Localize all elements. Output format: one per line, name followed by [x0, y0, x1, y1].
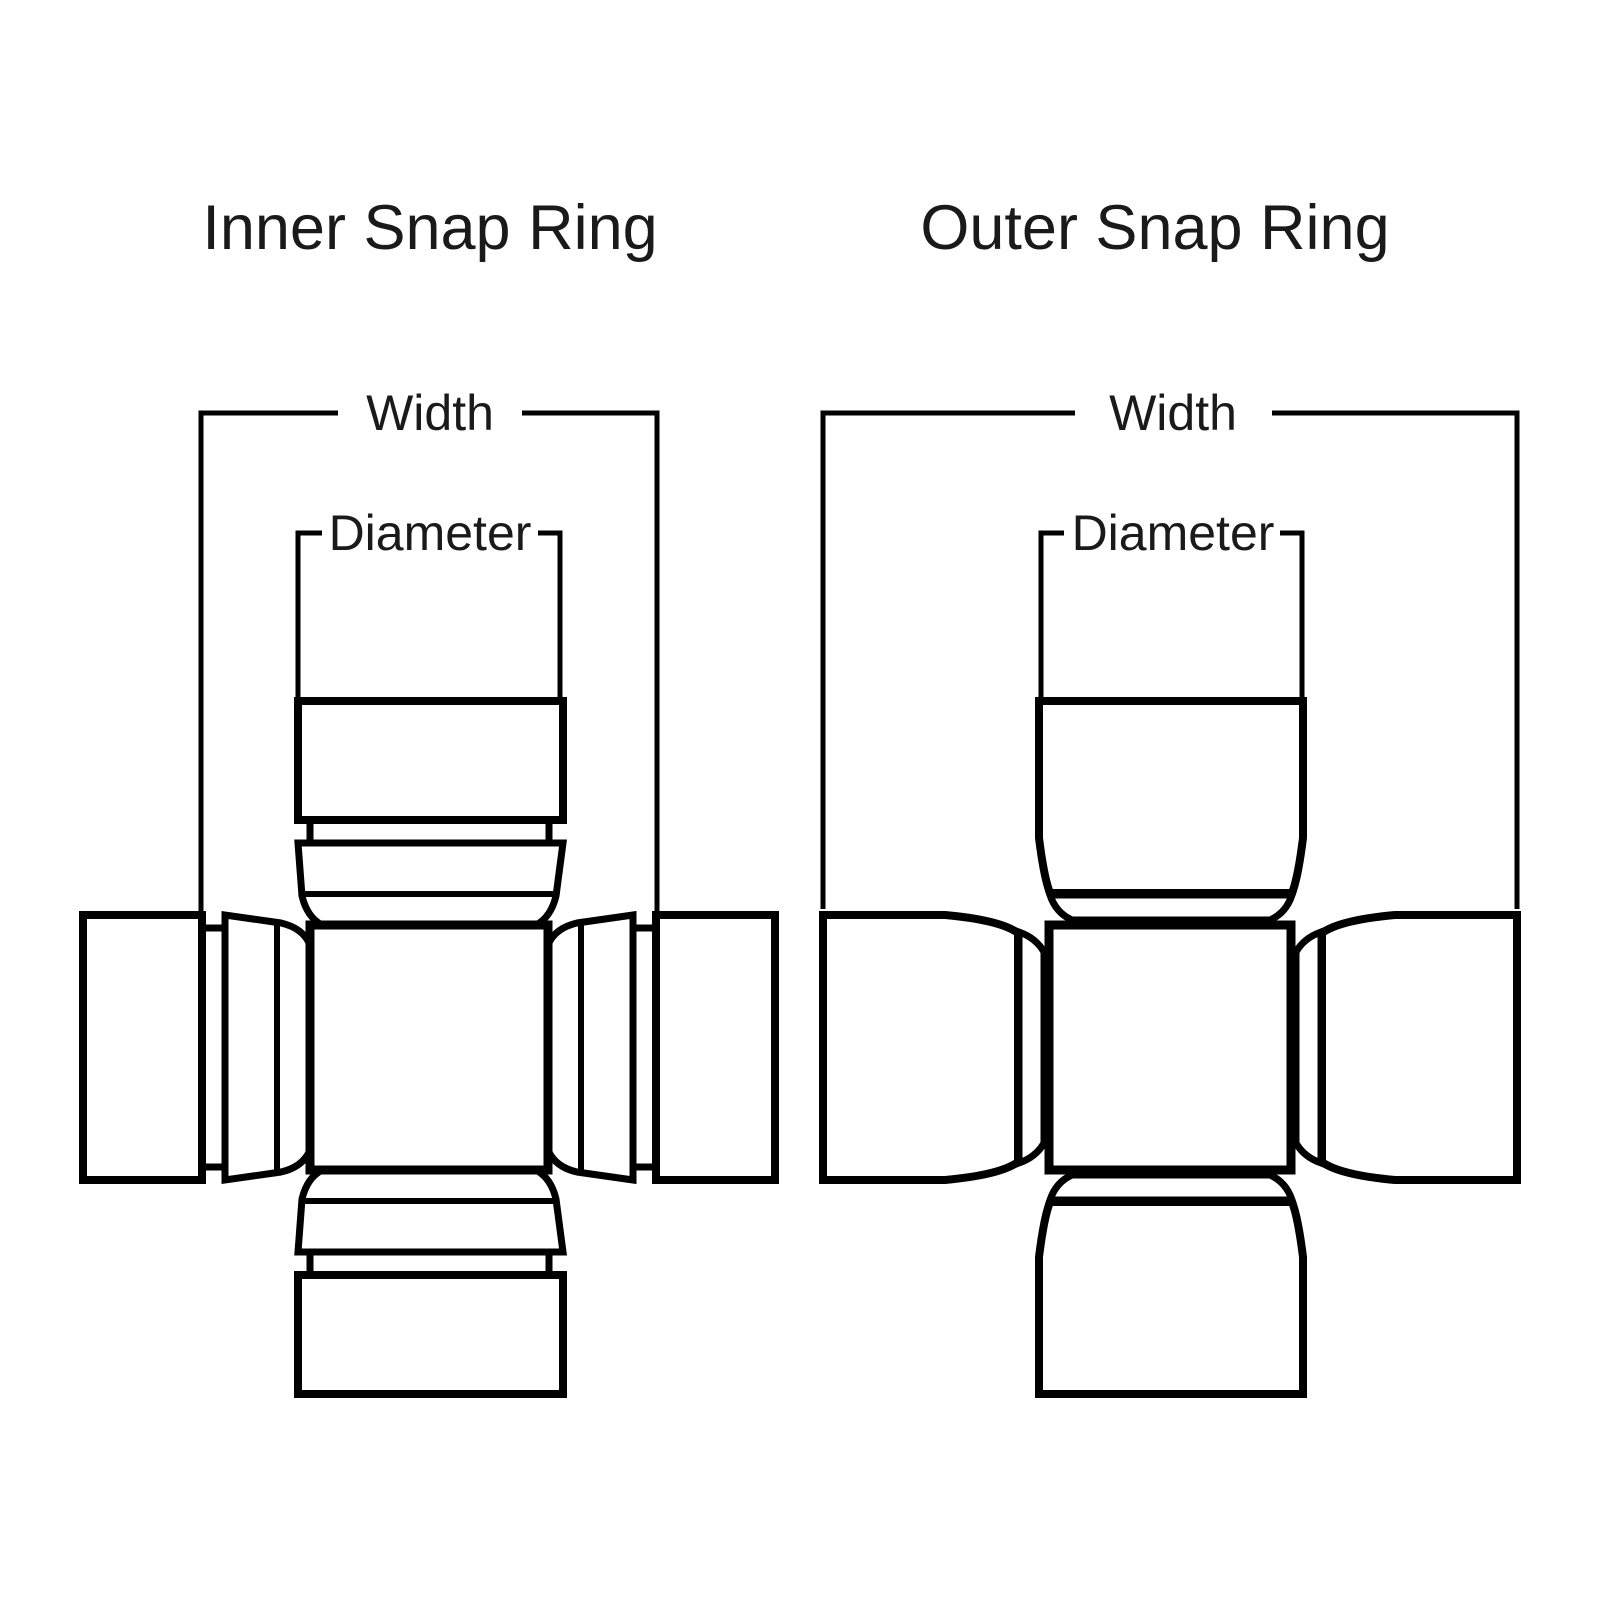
- cap-foot-ring: [1045, 891, 1297, 924]
- outer-snap-ring-figure: Outer Snap Ring Width Diameter: [819, 193, 1521, 1398]
- inner-diameter-label: Diameter: [329, 505, 532, 561]
- diameter-bracket-left: [295, 530, 322, 697]
- bearing-cap: [652, 911, 779, 1184]
- seal: [221, 910, 314, 1185]
- cap-foot-ring: [1045, 1171, 1297, 1204]
- outer-bottom-arm: [1035, 1171, 1307, 1398]
- inner-width-label: Width: [366, 385, 494, 441]
- bearing-cap: [294, 1271, 567, 1398]
- bearing-cap: [819, 911, 1022, 1184]
- outer-width-dimension: Width: [820, 385, 1520, 909]
- inner-top-arm: [294, 697, 567, 929]
- cap-foot-ring: [1015, 927, 1048, 1168]
- inner-width-dimension: Width: [198, 385, 660, 911]
- bearing-cap: [294, 697, 567, 824]
- outer-width-label: Width: [1109, 385, 1237, 441]
- bearing-cap: [1035, 697, 1307, 897]
- outer-left-arm: [819, 911, 1048, 1184]
- inner-snap-ring-title: Inner Snap Ring: [202, 193, 657, 263]
- inner-right-arm: [544, 910, 779, 1185]
- diameter-bracket-right: [1280, 530, 1305, 697]
- bearing-cap: [1318, 911, 1521, 1184]
- seal: [544, 910, 637, 1185]
- inner-left-arm: [79, 910, 314, 1185]
- bearing-cap: [1035, 1198, 1307, 1398]
- outer-top-arm: [1035, 697, 1307, 924]
- width-bracket-right: [522, 410, 660, 911]
- inner-bottom-arm: [294, 1166, 567, 1398]
- diameter-bracket-left: [1038, 530, 1064, 697]
- cap-foot-ring: [1292, 927, 1325, 1168]
- outer-cross-assembly: [819, 697, 1521, 1398]
- outer-snap-ring-title: Outer Snap Ring: [920, 193, 1389, 263]
- outer-diameter-dimension: Diameter: [1038, 505, 1305, 697]
- outer-right-arm: [1292, 911, 1521, 1184]
- outer-diameter-label: Diameter: [1072, 505, 1275, 561]
- cross-center-body: [1044, 920, 1296, 1175]
- width-bracket-left: [198, 410, 338, 911]
- cross-center-body: [305, 920, 553, 1175]
- bearing-cap: [79, 911, 206, 1184]
- diameter-bracket-right: [538, 530, 563, 697]
- seal: [294, 839, 567, 929]
- inner-diameter-dimension: Diameter: [295, 505, 563, 697]
- inner-cross-assembly: [79, 697, 779, 1398]
- width-bracket-right: [1272, 410, 1520, 909]
- inner-snap-ring-figure: Inner Snap Ring Width Diameter: [79, 193, 779, 1398]
- seal: [294, 1166, 567, 1256]
- width-bracket-left: [820, 410, 1075, 909]
